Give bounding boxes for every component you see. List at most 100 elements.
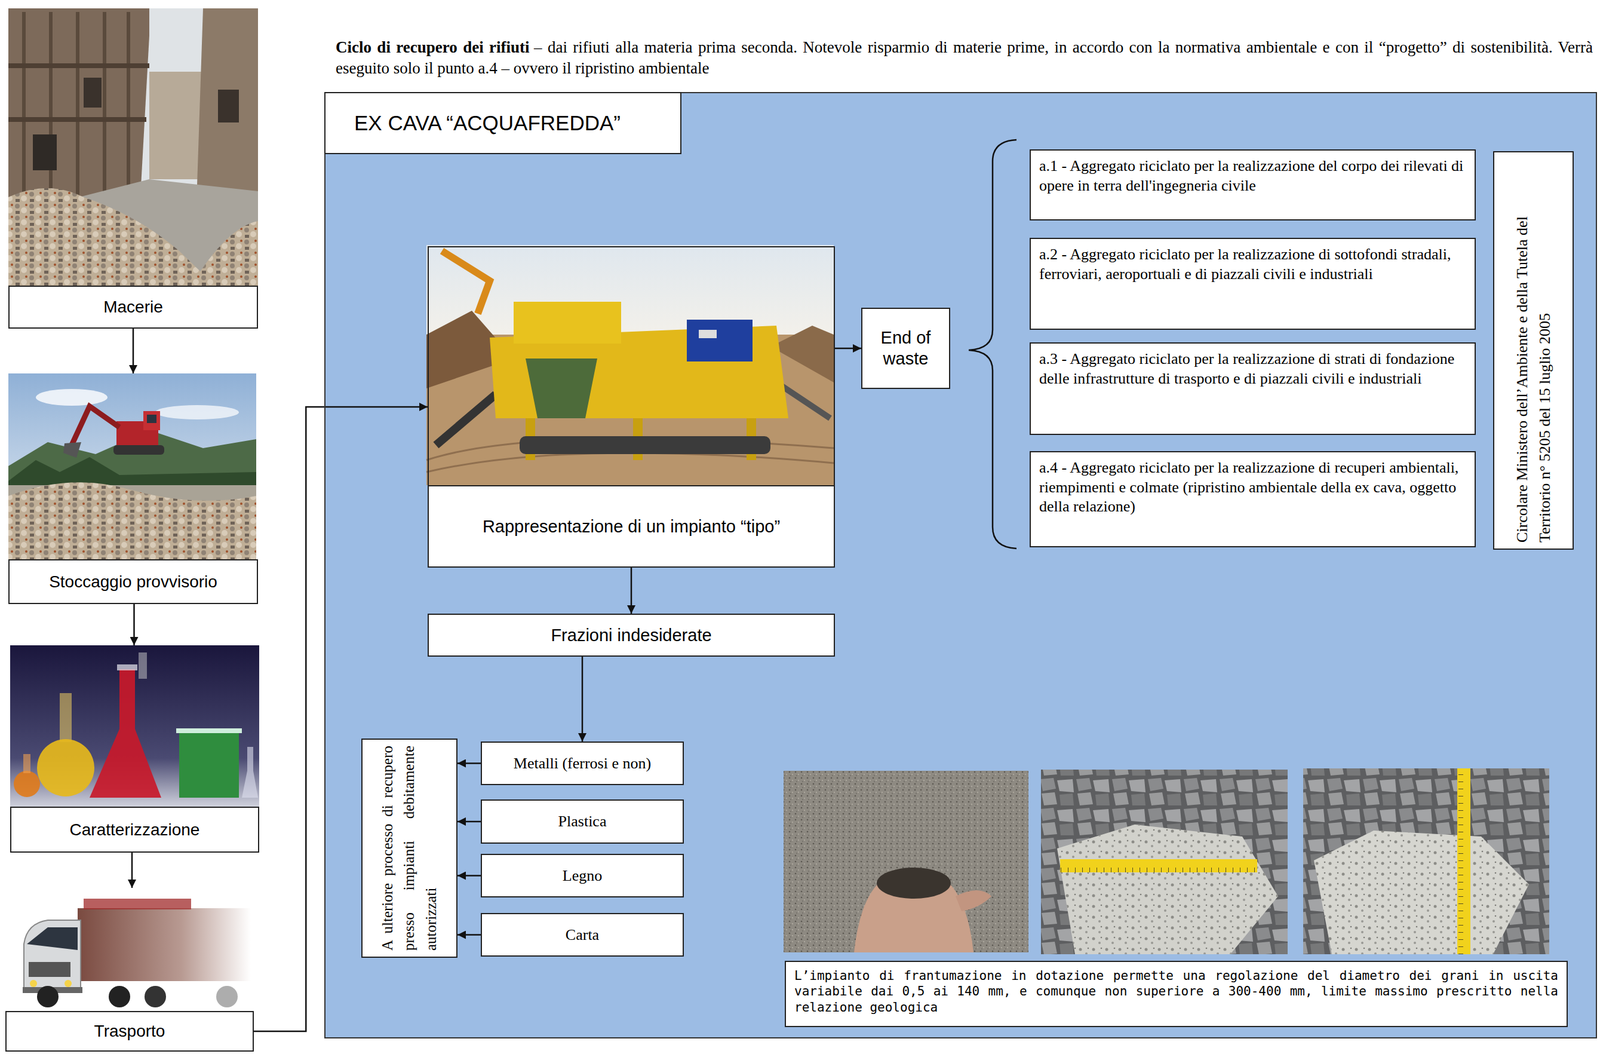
rubble-photo-part xyxy=(8,188,216,286)
truck-photo-part xyxy=(29,979,38,987)
rubble-photo-part xyxy=(75,11,80,201)
photo-step: Trasporto xyxy=(5,887,254,1052)
rubble-photo-part xyxy=(83,77,102,108)
storage-photo xyxy=(8,373,257,560)
crusher-plant-photo-part xyxy=(525,358,598,419)
plant-box: Rappresentazione di un impianto “tipo” xyxy=(427,246,835,568)
rubble-photo-part xyxy=(149,71,204,180)
rubble-photo-part xyxy=(22,11,26,204)
truck-photo-part xyxy=(77,907,251,981)
crusher-plant-photo-part xyxy=(441,250,490,314)
regulation-text: Circolare Ministero dell’Ambiente e dell… xyxy=(1496,158,1571,543)
rubble-photo-part xyxy=(8,179,259,286)
heading: Ciclo di recupero dei rifiuti– dai rifiu… xyxy=(335,37,1593,79)
fine-aggregate-photo-part xyxy=(876,867,951,899)
boulder-photo-part xyxy=(1457,768,1471,954)
storage-photo-part xyxy=(63,441,82,458)
crusher-plant-photo-part xyxy=(686,319,753,362)
rubble-photo-part xyxy=(48,11,53,204)
truck-photo-part xyxy=(64,979,72,987)
coarse-aggregate-photo-part xyxy=(1060,858,1258,872)
fine-aggregate-photo xyxy=(783,770,1029,952)
photo-step: Caratterizzazione xyxy=(10,645,260,853)
fine-aggregate-photo-part xyxy=(783,770,1029,952)
fraction-box: Legno xyxy=(480,853,684,898)
fine-aggregate-photo-part xyxy=(955,889,992,911)
process-box: Frazioni indesiderate xyxy=(427,613,835,657)
use-text: a.1 - Aggregato riciclato per la realizz… xyxy=(1039,156,1467,196)
laboratory-photo-part xyxy=(10,645,260,807)
truck-photo xyxy=(5,887,254,1011)
storage-photo-part xyxy=(71,406,120,445)
rubble-photo-part xyxy=(102,11,107,201)
boulder-photo-part xyxy=(1313,830,1529,954)
truck-photo-part xyxy=(108,985,131,1007)
laboratory-photo-part xyxy=(13,770,41,797)
use-box: a.4 - Aggregato riciclato per la realizz… xyxy=(1029,450,1476,548)
rubble-photo-part xyxy=(8,117,147,122)
flow-arrow xyxy=(630,567,633,614)
laboratory-photo-part xyxy=(117,664,138,671)
process-label: Frazioni indesiderate xyxy=(550,624,712,646)
storage-photo-part xyxy=(143,410,161,431)
truck-photo-part xyxy=(83,898,192,909)
rubble-photo xyxy=(8,8,259,286)
use-text: a.3 - Aggregato riciclato per la realizz… xyxy=(1039,349,1467,389)
rubble-photo-part xyxy=(32,134,57,171)
truck-photo-part xyxy=(28,961,71,977)
destination-box: A ulteriore processo di recupero presso … xyxy=(361,738,458,958)
use-text: a.4 - Aggregato riciclato per la realizz… xyxy=(1039,458,1467,517)
flow-arrow xyxy=(457,820,481,823)
truck-photo-part xyxy=(216,985,238,1007)
truck-photo-part xyxy=(37,985,59,1007)
storage-photo-part xyxy=(8,373,257,560)
truck-photo-part xyxy=(26,926,78,950)
fraction-label: Carta xyxy=(565,925,600,944)
crusher-plant-photo-part xyxy=(513,301,622,344)
laboratory-photo-part xyxy=(89,668,162,798)
process-label: End of waste xyxy=(867,327,945,370)
truck-photo-part xyxy=(23,919,81,992)
fraction-box: Carta xyxy=(480,912,684,957)
flow-arrow xyxy=(834,347,862,350)
flow-arrow xyxy=(457,762,481,764)
use-text: a.2 - Aggregato riciclato per la realizz… xyxy=(1039,244,1467,284)
coarse-aggregate-photo-part xyxy=(1040,769,1288,954)
storage-photo-part xyxy=(35,388,108,406)
regulation-box: Circolare Ministero dell’Ambiente e dell… xyxy=(1493,151,1574,550)
destination-text: A ulteriore processo di recupero presso … xyxy=(364,745,455,951)
fraction-label: Legno xyxy=(562,865,603,885)
flow-arrow xyxy=(133,603,135,646)
photo-step: Macerie xyxy=(8,8,259,329)
title-text: Ciclo di recupero dei rifiuti xyxy=(335,38,530,57)
storage-photo-part xyxy=(113,444,165,455)
flow-arrow xyxy=(132,328,135,374)
laboratory-photo-part xyxy=(138,652,147,679)
laboratory-photo-part xyxy=(241,746,259,798)
rubble-photo-part xyxy=(197,8,259,198)
rubble-photo-part xyxy=(8,8,150,216)
storage-photo-part xyxy=(8,456,257,487)
rubble-photo-part xyxy=(217,89,239,123)
crusher-plant-photo-part xyxy=(426,452,834,472)
storage-photo-part xyxy=(8,481,257,560)
laboratory-photo xyxy=(10,645,260,807)
flow-arrow xyxy=(457,874,481,877)
crusher-plant-photo xyxy=(426,244,834,485)
fraction-box: Plastica xyxy=(480,799,684,844)
boulder-photo-part xyxy=(1313,830,1529,954)
process-box: End of waste xyxy=(861,307,951,389)
use-box: a.1 - Aggregato riciclato per la realizz… xyxy=(1029,149,1476,221)
boulder-photo-part xyxy=(1303,768,1550,954)
step-label: Caratterizzazione xyxy=(10,806,260,853)
rubble-photo-part xyxy=(8,63,150,69)
note-box: L’impianto di frantumazione in dotazione… xyxy=(784,960,1568,1027)
crusher-plant-photo-part xyxy=(698,329,717,339)
laboratory-photo-part xyxy=(59,692,72,742)
fraction-label: Metalli (ferrosi e non) xyxy=(513,753,651,773)
plant-caption: Rappresentazione di un impianto “tipo” xyxy=(428,484,834,567)
flow-arrow xyxy=(581,656,584,742)
storage-photo-part xyxy=(155,404,239,420)
rubble-photo-part xyxy=(126,11,131,198)
step-label: Macerie xyxy=(8,285,259,329)
